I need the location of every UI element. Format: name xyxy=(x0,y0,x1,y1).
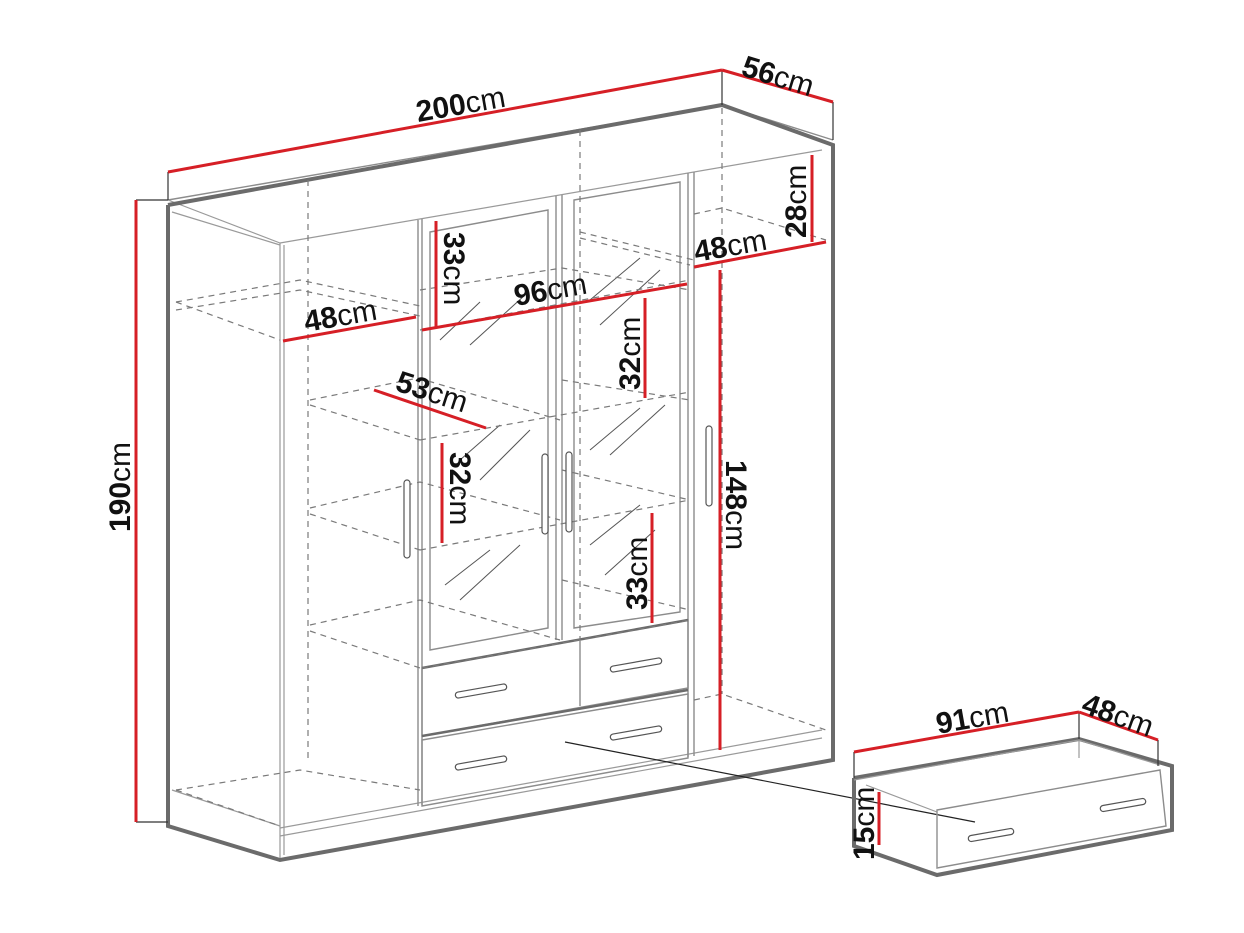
dimension-labels: 200cm 56cm 190cm 28cm 48cm 48cm 96cm 33c… xyxy=(104,50,1158,860)
label-drawer-width-91: 91cm xyxy=(933,696,1011,741)
label-drawer-depth-48: 48cm xyxy=(1078,688,1158,744)
label-center-left-32: 32cm xyxy=(443,452,476,525)
label-height-190: 190cm xyxy=(104,442,137,532)
label-center-top-33: 33cm xyxy=(437,232,470,305)
label-center-96: 96cm xyxy=(511,268,589,313)
drawer-detail xyxy=(564,710,1174,878)
door-handles xyxy=(403,425,713,771)
label-center-right-33: 33cm xyxy=(621,537,654,610)
wardrobe-body xyxy=(166,102,835,863)
label-width-200: 200cm xyxy=(413,81,507,129)
label-right-shelf-48: 48cm xyxy=(691,224,769,269)
label-center-right-32: 32cm xyxy=(614,317,647,390)
label-drawer-height-15: 15cm xyxy=(848,787,881,860)
label-right-hanging-148: 148cm xyxy=(719,460,752,550)
label-top-right-28: 28cm xyxy=(780,165,813,238)
label-left-shelf-48: 48cm xyxy=(301,294,379,339)
dimension-lines xyxy=(134,68,834,823)
label-shelf-53: 53cm xyxy=(392,365,472,419)
label-depth-56: 56cm xyxy=(738,50,818,103)
